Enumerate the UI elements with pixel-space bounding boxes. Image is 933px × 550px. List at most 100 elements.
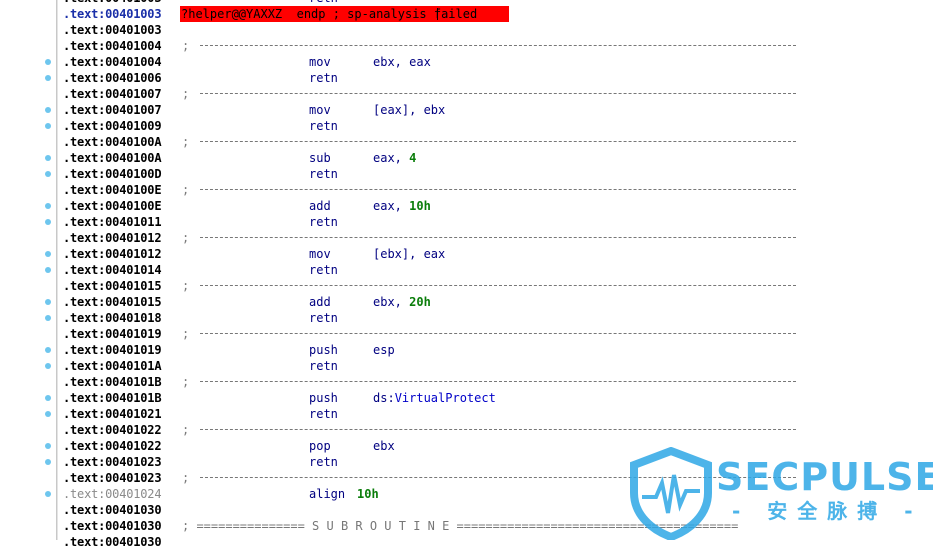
instruction-mnemonic[interactable]: push <box>309 391 338 405</box>
listing-row[interactable]: .text:00401012; <box>0 230 933 246</box>
listing-row[interactable]: .text:00401021 retn <box>0 406 933 422</box>
instruction-operands[interactable]: ebx, eax <box>373 54 431 70</box>
instruction-mnemonic[interactable]: retn <box>309 0 338 6</box>
instruction-mnemonic[interactable]: mov <box>309 55 331 69</box>
breakpoint-dot-icon[interactable] <box>45 443 51 449</box>
address-label[interactable]: .text:00401014 <box>63 263 162 277</box>
instruction-operands[interactable]: ebx, 20h <box>373 294 431 310</box>
instruction-mnemonic[interactable]: push <box>309 343 338 357</box>
breakpoint-dot-icon[interactable] <box>45 171 51 177</box>
instruction-mnemonic[interactable]: retn <box>309 359 338 373</box>
address-label[interactable]: .text:00401009 <box>63 119 162 133</box>
instruction-mnemonic[interactable]: retn <box>309 215 338 229</box>
instruction-mnemonic[interactable]: pop <box>309 439 331 453</box>
address-label[interactable]: .text:00401019 <box>63 327 162 341</box>
listing-row[interactable]: .text:00401019; <box>0 326 933 342</box>
instruction-operands[interactable]: ds:VirtualProtect <box>373 390 496 406</box>
instruction-operands[interactable]: 10h <box>357 486 379 502</box>
address-label[interactable]: .text:00401007 <box>63 87 162 101</box>
listing-row[interactable]: .text:00401004; <box>0 38 933 54</box>
address-label[interactable]: .text:00401023 <box>63 455 162 469</box>
address-label[interactable]: .text:0040100E <box>63 183 162 197</box>
breakpoint-dot-icon[interactable] <box>45 299 51 305</box>
instruction-mnemonic[interactable]: mov <box>309 247 331 261</box>
listing-row[interactable]: .text:00401014 retn <box>0 262 933 278</box>
breakpoint-dot-icon[interactable] <box>45 315 51 321</box>
instruction-mnemonic[interactable]: mov <box>309 103 331 117</box>
breakpoint-dot-icon[interactable] <box>45 59 51 65</box>
address-label[interactable]: .text:00401022 <box>63 439 162 453</box>
address-label[interactable]: .text:00401007 <box>63 103 162 117</box>
listing-row[interactable]: .text:0040101B; <box>0 374 933 390</box>
api-reference[interactable]: VirtualProtect <box>394 391 496 405</box>
listing-row[interactable]: .text:00401009 retn <box>0 118 933 134</box>
instruction-mnemonic[interactable]: sub <box>309 151 331 165</box>
instruction-mnemonic[interactable]: retn <box>309 311 338 325</box>
instruction-operands[interactable]: eax, 4 <box>373 150 416 166</box>
breakpoint-dot-icon[interactable] <box>45 123 51 129</box>
address-label[interactable]: .text:00401022 <box>63 423 162 437</box>
address-label[interactable]: .text:0040100D <box>63 167 162 181</box>
listing-row[interactable]: .text:00401006 retn <box>0 70 933 86</box>
instruction-operands[interactable]: eax, 10h <box>373 198 431 214</box>
address-label[interactable]: .text:00401004 <box>63 39 162 53</box>
breakpoint-dot-icon[interactable] <box>45 75 51 81</box>
breakpoint-dot-icon[interactable] <box>45 107 51 113</box>
address-label[interactable]: .text:0040100A <box>63 135 162 149</box>
listing-row[interactable]: .text:00401007 mov [eax], ebx <box>0 102 933 118</box>
instruction-mnemonic[interactable]: retn <box>309 71 338 85</box>
breakpoint-dot-icon[interactable] <box>45 155 51 161</box>
address-label[interactable]: .text:00401018 <box>63 311 162 325</box>
listing-row[interactable]: .text:00401030; =============== S U B R … <box>0 518 933 534</box>
listing-row[interactable]: .text:00401018 retn <box>0 310 933 326</box>
address-label[interactable]: .text:00401004 <box>63 55 162 69</box>
address-label[interactable]: .text:0040101B <box>63 391 162 405</box>
address-label[interactable]: .text:00401030 <box>63 519 162 533</box>
instruction-operands[interactable]: [ebx], eax <box>373 246 445 262</box>
listing-row[interactable]: .text:00401003 retn <box>0 0 933 6</box>
address-label[interactable]: .text:00401021 <box>63 407 162 421</box>
address-label[interactable]: .text:00401015 <box>63 279 162 293</box>
listing-row[interactable]: .text:0040101B push ds:VirtualProtect <box>0 390 933 406</box>
breakpoint-dot-icon[interactable] <box>45 411 51 417</box>
listing-row[interactable]: .text:00401023; <box>0 470 933 486</box>
address-label[interactable]: .text:00401030 <box>63 503 162 517</box>
address-label[interactable]: .text:00401003 <box>63 23 162 37</box>
instruction-mnemonic[interactable]: retn <box>309 407 338 421</box>
listing-row[interactable]: .text:00401007; <box>0 86 933 102</box>
address-label[interactable]: .text:0040100A <box>63 151 162 165</box>
breakpoint-dot-icon[interactable] <box>45 491 51 497</box>
instruction-mnemonic[interactable]: retn <box>309 263 338 277</box>
listing-row[interactable]: .text:00401004 mov ebx, eax <box>0 54 933 70</box>
address-label[interactable]: .text:00401019 <box>63 343 162 357</box>
address-label[interactable]: .text:0040101A <box>63 359 162 373</box>
address-label[interactable]: .text:00401012 <box>63 231 162 245</box>
address-label[interactable]: .text:00401015 <box>63 295 162 309</box>
listing-row[interactable]: .text:00401030 <box>0 502 933 518</box>
listing-row[interactable]: .text:0040101A retn <box>0 358 933 374</box>
address-label[interactable]: .text:00401003 <box>63 0 162 6</box>
listing-row[interactable]: .text:0040100A; <box>0 134 933 150</box>
breakpoint-dot-icon[interactable] <box>45 267 51 273</box>
listing-row[interactable]: .text:00401003 <box>0 22 933 38</box>
instruction-operands[interactable]: [eax], ebx <box>373 102 445 118</box>
listing-row[interactable]: .text:0040100E; <box>0 182 933 198</box>
address-label[interactable]: .text:0040101B <box>63 375 162 389</box>
address-label[interactable]: .text:00401024 <box>63 487 162 501</box>
address-label[interactable]: .text:00401012 <box>63 247 162 261</box>
address-label[interactable]: .text:0040100E <box>63 199 162 213</box>
breakpoint-dot-icon[interactable] <box>45 459 51 465</box>
instruction-operands[interactable]: ebx <box>373 438 395 454</box>
instruction-mnemonic[interactable]: retn <box>309 119 338 133</box>
address-label[interactable]: .text:00401023 <box>63 471 162 485</box>
address-label[interactable]: .text:00401006 <box>63 71 162 85</box>
breakpoint-dot-icon[interactable] <box>45 203 51 209</box>
listing-row[interactable]: .text:00401015; <box>0 278 933 294</box>
highlighted-endp-line[interactable]: ?helper@@YAXXZ endp ; sp-analysis failed <box>180 6 509 22</box>
